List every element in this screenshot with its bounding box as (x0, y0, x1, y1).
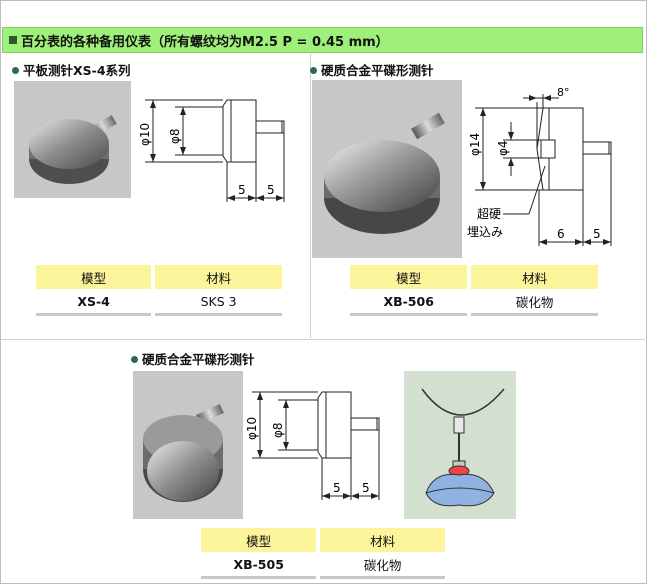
usage-illustration-icon (421, 388, 505, 507)
product-photo-xb506 (312, 80, 462, 258)
section-title-xs4: 平板测针XS-4系列 (12, 60, 131, 79)
dimension-drawing-xb506: φ14 φ4 8° 超硬 埋込み 6 5 (467, 86, 612, 246)
dim-dia-outer: φ10 (245, 417, 259, 440)
material-value: 碳化物 (320, 552, 445, 579)
model-value: XB-505 (201, 552, 317, 579)
dim-dia-outer: φ14 (468, 133, 482, 156)
col-header-model: 模型 (201, 528, 317, 552)
col-header-material: 材料 (320, 528, 445, 552)
section-title-text: 硬质合金平碟形测针 (142, 352, 255, 367)
dim-len-a: 6 (557, 227, 565, 241)
model-value: XS-4 (36, 289, 152, 316)
dim-dia-inner: φ8 (168, 128, 182, 144)
section-title-xb505: 硬质合金平碟形测针 (131, 349, 255, 368)
header-square-icon (9, 36, 17, 44)
dim-len-b: 5 (267, 183, 275, 197)
column-divider (310, 52, 311, 338)
dim-dia-inner: φ8 (271, 422, 285, 438)
material-value: SKS 3 (155, 289, 282, 316)
dimension-drawing-xb505: φ10 φ8 5 5 (245, 391, 380, 500)
col-header-model: 模型 (36, 265, 152, 289)
row-divider (0, 339, 645, 340)
header-band: 百分表的各种备用仪表（所有螺纹均为M2.5 P = 0.45 mm） (2, 27, 643, 53)
spec-table-xb506: 模型 材料 XB-506 碳化物 (350, 265, 598, 316)
col-header-material: 材料 (471, 265, 598, 289)
dim-len-b: 5 (362, 481, 370, 495)
dim-len-a: 5 (238, 183, 246, 197)
probe-photo-icon (29, 115, 117, 184)
section-title-text: 硬质合金平碟形测针 (321, 63, 434, 78)
probe-photo-icon (324, 112, 445, 234)
bullet-icon (310, 67, 317, 74)
probe-photo-icon (143, 403, 224, 502)
spec-table-xs4: 模型 材料 XS-4 SKS 3 (36, 265, 282, 316)
spec-table-xb505: 模型 材料 XB-505 碳化物 (201, 528, 445, 579)
section-title-text: 平板测针XS-4系列 (23, 63, 131, 78)
page-title: 百分表的各种备用仪表（所有螺纹均为M2.5 P = 0.45 mm） (21, 35, 389, 50)
col-header-material: 材料 (155, 265, 282, 289)
model-value: XB-506 (350, 289, 468, 316)
section-title-xb506: 硬质合金平碟形测针 (310, 60, 434, 79)
dim-len-b: 5 (593, 227, 601, 241)
dimension-drawing-xs4: φ10 φ8 5 5 (138, 99, 285, 202)
dim-dia-outer: φ10 (138, 123, 152, 146)
product-photo-xs4 (14, 81, 131, 198)
dim-angle: 8° (557, 86, 570, 99)
dim-len-a: 5 (333, 481, 341, 495)
note-line2: 埋込み (467, 225, 503, 239)
bullet-icon (131, 356, 138, 363)
material-value: 碳化物 (471, 289, 598, 316)
bullet-icon (12, 67, 19, 74)
note-line1: 超硬 (477, 206, 501, 221)
product-photo-xb505 (133, 371, 243, 519)
col-header-model: 模型 (350, 265, 468, 289)
dim-dia-inner: φ4 (496, 140, 510, 156)
usage-illustration (404, 371, 516, 519)
